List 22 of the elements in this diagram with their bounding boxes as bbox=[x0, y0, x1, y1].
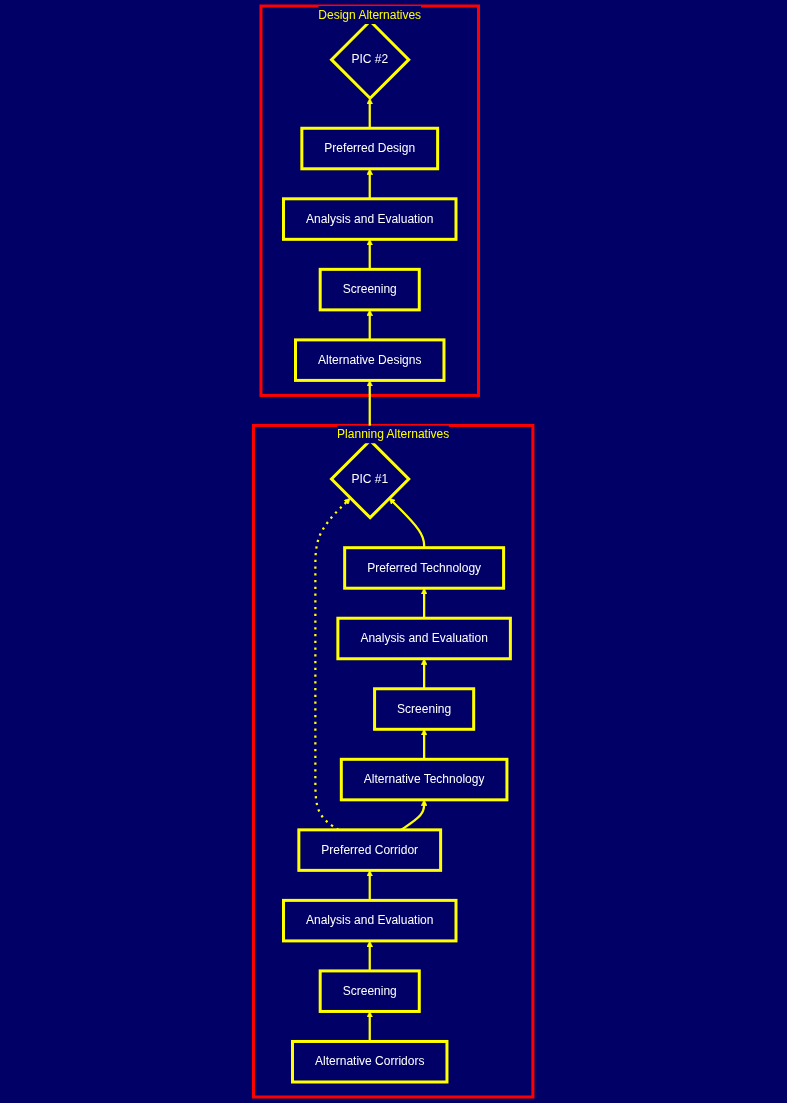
node-box: Preferred Design bbox=[300, 126, 440, 171]
node-box: Analysis and Evaluation bbox=[282, 197, 458, 241]
arrow bbox=[366, 1011, 374, 1042]
arrow bbox=[366, 239, 374, 270]
arrow bbox=[366, 940, 374, 971]
node-box: Screening bbox=[373, 687, 476, 731]
node-box: Analysis and Evaluation bbox=[282, 898, 458, 943]
node-box: Preferred Corridor bbox=[297, 828, 443, 872]
arrow bbox=[366, 309, 374, 340]
node-box: Screening bbox=[319, 267, 422, 312]
arrow bbox=[421, 658, 428, 689]
node-box: Alternative Technology bbox=[340, 757, 509, 802]
arrow bbox=[421, 729, 428, 760]
arrow bbox=[389, 497, 426, 548]
arrow bbox=[366, 870, 374, 901]
arrow bbox=[366, 97, 374, 129]
node-box: Alternative Corridors bbox=[291, 1039, 449, 1084]
arrow bbox=[366, 168, 374, 199]
node-box: Screening bbox=[319, 969, 422, 1013]
node-box: Alternative Designs bbox=[294, 338, 446, 382]
node-box: Analysis and Evaluation bbox=[336, 616, 513, 661]
node-box: Preferred Technology bbox=[343, 546, 506, 590]
